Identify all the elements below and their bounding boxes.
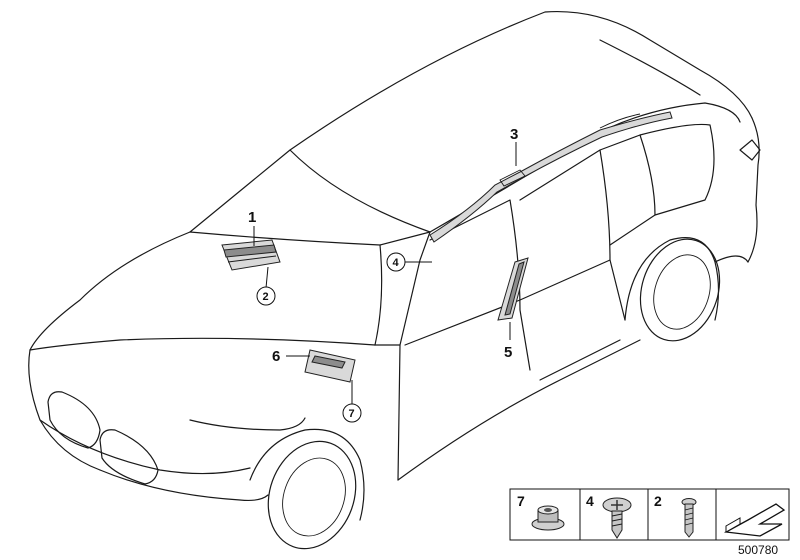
small-parts-legend: 7 4 2 (509, 488, 790, 541)
callout-circle-4 (386, 252, 406, 272)
label-part-7: 7 (349, 408, 355, 420)
knee-airbag-part (304, 349, 356, 383)
label-part-6: 6 (272, 348, 280, 365)
curtain-airbag-part (429, 111, 673, 243)
callout-circle-7 (342, 403, 362, 423)
callout-circle-2 (256, 286, 276, 306)
screw-icon (602, 497, 632, 539)
label-part-5: 5 (504, 344, 512, 361)
label-part-2: 2 (263, 291, 269, 303)
legend-label-7: 7 (517, 493, 525, 509)
passenger-airbag-part (221, 239, 281, 271)
label-part-1: 1 (248, 209, 256, 226)
car-outline (28, 10, 761, 550)
nut-icon (531, 505, 565, 531)
bolt-icon (681, 498, 697, 538)
legend-label-4: 4 (586, 493, 594, 509)
leader-2 (265, 266, 269, 289)
label-part-3: 3 (510, 126, 518, 143)
label-part-4: 4 (393, 257, 400, 269)
legend-label-2: 2 (654, 493, 662, 509)
document-number: 500780 (738, 543, 778, 557)
direction-arrow-icon (723, 503, 786, 537)
side-airbag-part (497, 257, 529, 321)
